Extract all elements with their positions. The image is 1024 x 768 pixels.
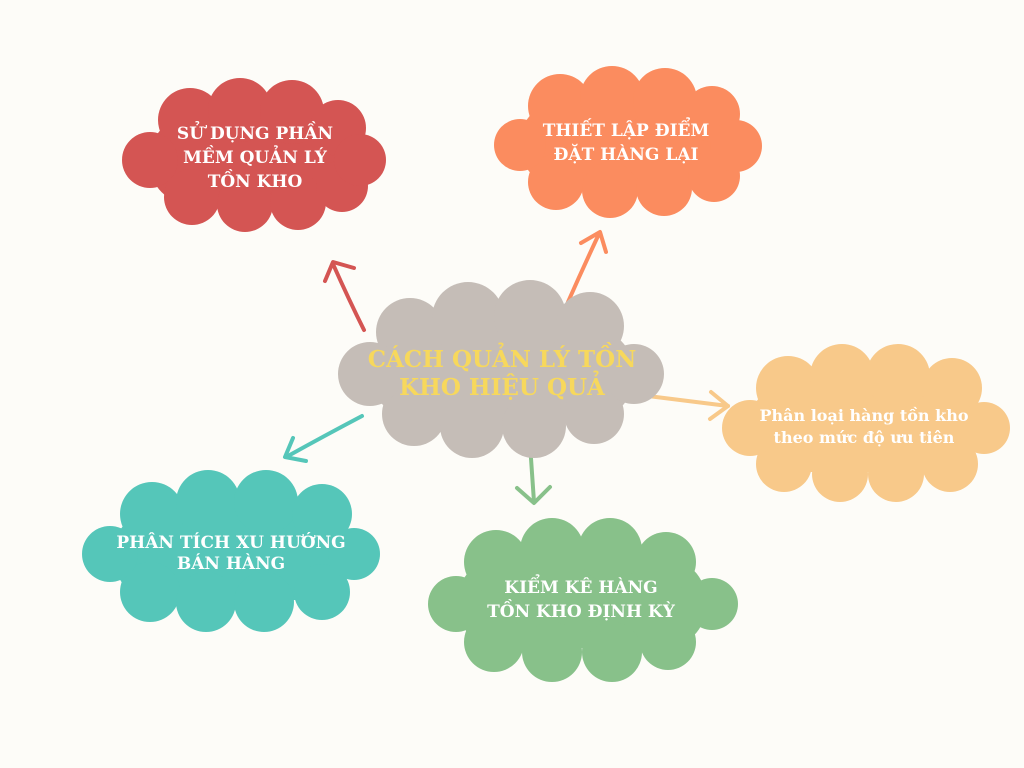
node-periodic-stocktake-label: KIỂM KÊ HÀNG TỒN KHO ĐỊNH KỲ bbox=[448, 560, 714, 642]
node-line: TỒN KHO ĐỊNH KỲ bbox=[487, 602, 675, 622]
cloud-priority-classification bbox=[722, 344, 1010, 502]
center-line: CÁCH QUẢN LÝ TỒN bbox=[367, 346, 637, 374]
cloud-inventory-software bbox=[122, 78, 386, 232]
node-line: THIẾT LẬP ĐIỂM bbox=[542, 121, 710, 142]
cloud-periodic-stocktake bbox=[428, 518, 738, 682]
node-line: SỬ DỤNG PHẦN bbox=[176, 124, 334, 145]
center-line: KHO HIỆU QUẢ bbox=[399, 374, 605, 401]
node-line: PHÂN TÍCH XU HƯỚNG bbox=[116, 532, 346, 553]
arrow-to-reorder-point bbox=[566, 230, 608, 304]
node-line: MỀM QUẢN LÝ bbox=[183, 148, 327, 169]
arrow-to-priority-classification bbox=[646, 390, 730, 421]
cloud-sales-trend bbox=[82, 470, 380, 632]
node-line: TỒN KHO bbox=[207, 171, 303, 192]
node-reorder-point-label: THIẾT LẬP ĐIỂM ĐẶT HÀNG LẠI bbox=[520, 104, 732, 184]
arrow-to-sales-trend bbox=[283, 414, 364, 463]
cloud-center bbox=[338, 280, 664, 458]
node-line: Phân loại hàng tồn kho bbox=[759, 405, 969, 425]
node-priority-classification-label: Phân loại hàng tồn kho theo mức độ ưu ti… bbox=[738, 386, 990, 468]
cloud-reorder-point bbox=[494, 66, 762, 218]
node-inventory-software-label: SỬ DỤNG PHẦN MỀM QUẢN LÝ TỒN KHO bbox=[150, 108, 360, 210]
center-topic-label: CÁCH QUẢN LÝ TỒN KHO HIỆU QUẢ bbox=[352, 332, 652, 416]
arrow-to-inventory-software bbox=[323, 260, 366, 332]
node-line: KIỂM KÊ HÀNG bbox=[504, 578, 658, 599]
node-line: BÁN HÀNG bbox=[176, 554, 286, 574]
node-sales-trend-label: PHÂN TÍCH XU HƯỚNG BÁN HÀNG bbox=[100, 514, 362, 594]
node-line: ĐẶT HÀNG LẠI bbox=[553, 145, 699, 165]
node-line: theo mức độ ưu tiên bbox=[773, 428, 955, 447]
